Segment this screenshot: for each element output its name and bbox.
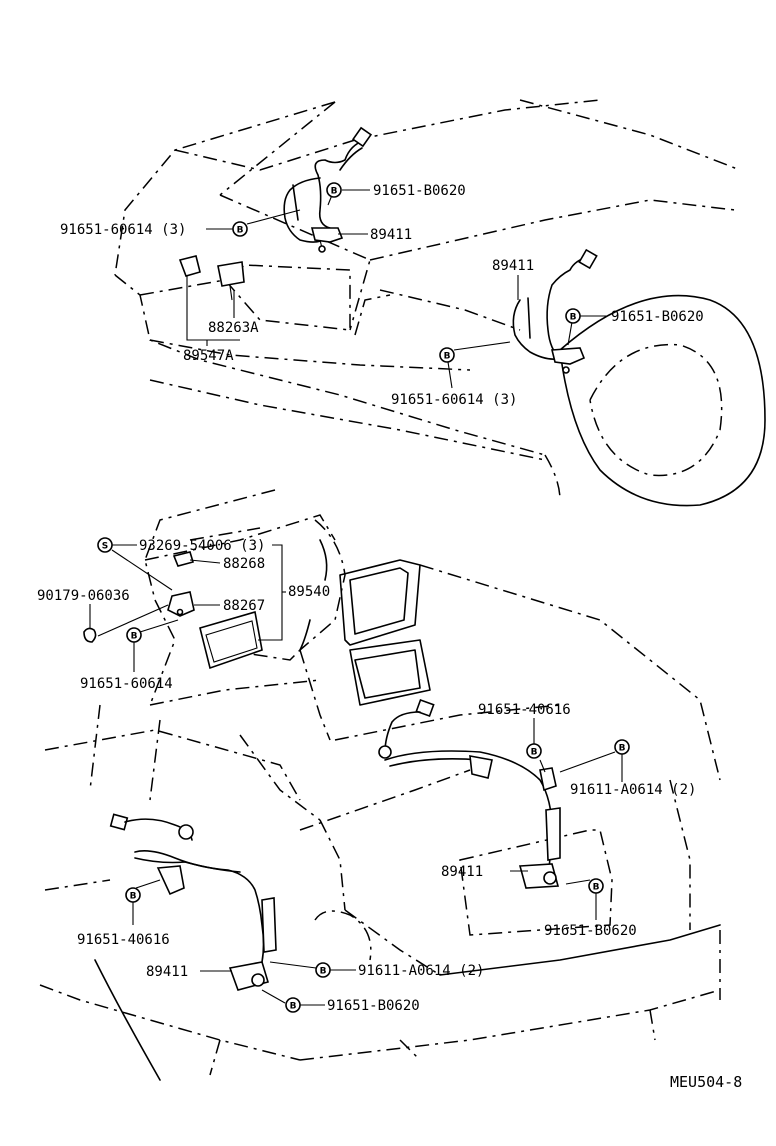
front-part-labels: 91651-B0620 91651-60614 (3) 89411 88263A… <box>60 183 704 408</box>
svg-text:B: B <box>237 226 244 236</box>
screw-symbol: S <box>97 537 113 553</box>
svg-text:B: B <box>320 967 327 977</box>
ecu-part-labels: 93269-54006 (3) 88268 90179-06036 88267 … <box>37 538 330 692</box>
svg-text:B: B <box>130 892 137 902</box>
ecu-leader-lines <box>89 544 286 672</box>
rear-leader-lines <box>132 718 623 1006</box>
bolt-symbol: B <box>315 962 331 978</box>
bolt-symbol: B <box>125 887 141 903</box>
rear-part-labels: 91651-40616 91611-A0614 (2) 89411 91651-… <box>77 702 696 1014</box>
bolt-symbol: B <box>285 997 301 1013</box>
part-label: 91651-40616 <box>478 702 571 718</box>
part-label: 91611-A0614 (2) <box>570 782 696 798</box>
ecu-unit <box>83 551 263 670</box>
bolt-symbol: B <box>588 878 604 894</box>
part-label: 88267 <box>223 598 265 614</box>
rear-car-body <box>39 704 721 1081</box>
bolt-symbol: B <box>326 182 342 198</box>
bolt-symbol: B <box>614 739 630 755</box>
part-label: 89411 <box>146 964 188 980</box>
part-label: 91651-60614 (3) <box>60 222 186 238</box>
svg-text:B: B <box>331 187 338 197</box>
bolt-symbol: B <box>439 347 455 363</box>
svg-text:B: B <box>570 313 577 323</box>
svg-text:B: B <box>444 352 451 362</box>
svg-text:B: B <box>531 748 538 758</box>
part-label: 89411 <box>441 864 483 880</box>
part-label: 91611-A0614 (2) <box>358 963 484 979</box>
bolt-symbol: B <box>565 308 581 324</box>
bolt-symbol: B <box>126 627 142 643</box>
part-label: 91651-60614 <box>80 676 173 692</box>
svg-text:B: B <box>290 1002 297 1012</box>
rear-right-sensor-assembly <box>378 698 561 889</box>
front-leader-lines <box>186 189 608 389</box>
part-label: 89540 <box>288 584 330 600</box>
bolt-symbol: B <box>232 221 248 237</box>
svg-text:B: B <box>593 883 600 893</box>
svg-text:B: B <box>619 744 626 754</box>
svg-text:B: B <box>131 632 138 642</box>
fastener-symbols: B B B B S B B B B B B B <box>97 182 630 1013</box>
part-label: 91651-60614 (3) <box>391 392 517 408</box>
rear-left-sensor-assembly <box>109 813 277 991</box>
part-label: 89411 <box>370 227 412 243</box>
part-label: 88268 <box>223 556 265 572</box>
part-label: 90179-06036 <box>37 588 130 604</box>
svg-text:S: S <box>102 542 108 552</box>
bolt-symbol: B <box>526 743 542 759</box>
front-left-sensor-assembly <box>283 126 373 253</box>
front-car-body <box>114 99 766 507</box>
part-label: 91651-B0620 <box>373 183 466 199</box>
front-right-sensor-assembly <box>512 248 598 374</box>
part-label: 91651-B0620 <box>611 309 704 325</box>
part-label: 91651-40616 <box>77 932 170 948</box>
part-label: 88263A <box>208 320 259 336</box>
part-label: 89411 <box>492 258 534 274</box>
part-label: 91651-B0620 <box>544 923 637 939</box>
part-label: 91651-B0620 <box>327 998 420 1014</box>
part-label: 89547A <box>183 348 234 364</box>
diagram-caption: MEU504-8 <box>670 1073 742 1091</box>
part-label: 93269-54006 (3) <box>139 538 265 554</box>
front-harness-brackets <box>178 255 245 301</box>
